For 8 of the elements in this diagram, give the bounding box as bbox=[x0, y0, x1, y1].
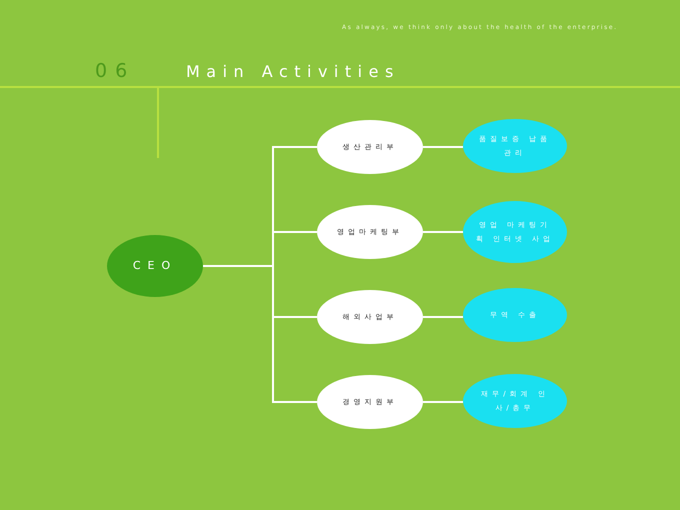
connector-line bbox=[203, 265, 317, 403]
section-number: 06 bbox=[95, 60, 136, 82]
connector-line bbox=[423, 401, 463, 403]
connector-line bbox=[423, 146, 463, 148]
connector-line bbox=[423, 231, 463, 233]
connector-line bbox=[423, 316, 463, 318]
title: Main Activities bbox=[186, 62, 400, 81]
ceo-ellipse: CEO bbox=[107, 235, 203, 297]
